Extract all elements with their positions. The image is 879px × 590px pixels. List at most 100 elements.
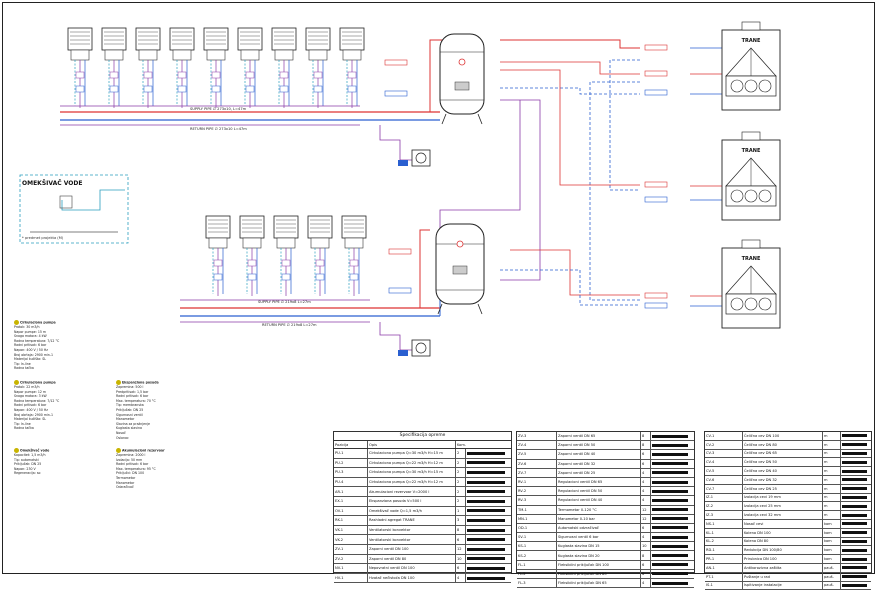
note-line: Izolacija: 50 mm: [116, 457, 143, 462]
table-cell-desc: Cirkulaciona pumpa Q=30 m3/h H=15 m: [368, 449, 456, 458]
table-cell-marker: [466, 555, 511, 564]
chiller-1: TRANE: [721, 21, 781, 111]
redacted-bar: [842, 434, 867, 438]
buffer-tank-lower: [435, 223, 485, 315]
table-cell-marker: [841, 458, 871, 466]
table-cell-desc: Zaporni ventil DN 32: [557, 459, 641, 468]
table-cell-desc: Zaporni ventil DN 65: [557, 432, 641, 441]
table-cell-marker: [841, 485, 871, 493]
table-cell-pos: PU-1: [334, 449, 368, 458]
table-cell-qty: m: [823, 458, 841, 467]
table-cell-marker: [651, 524, 694, 532]
table-cell-desc: Automatski odzračivač: [557, 523, 641, 533]
redacted-bar: [652, 480, 689, 484]
table-cell-desc: Antikorozivna zaštita: [743, 563, 823, 572]
upper-fan-coil-unit-6: [237, 27, 263, 108]
upper-fan-coil-unit-7: [271, 27, 297, 108]
redacted-bar: [652, 443, 689, 447]
table-cell-pos: NV-1: [334, 564, 368, 573]
note-line: Snaga motora: 3 kW: [14, 394, 47, 399]
redacted-bar: [652, 452, 689, 456]
table-cell-qty: 2: [456, 496, 466, 506]
table-cell-marker: [651, 460, 694, 468]
redacted-bar: [842, 504, 867, 508]
note-line: Napon: 400 V / 50 Hz: [14, 348, 48, 353]
table-cell-qty: kom: [823, 537, 841, 546]
table-cell-qty: m: [823, 502, 841, 511]
table-cell-pos: ZV-7: [517, 468, 557, 477]
table-cell-desc: Termometar 0-120 °C: [557, 505, 641, 514]
note-line: Priključak: DN 25: [14, 462, 42, 467]
table-cell-desc: Ekspanziona posuda V=500 l: [368, 496, 456, 506]
table-cell-marker: [466, 545, 511, 554]
pipe-label-upper-supply: SUPPLY PIPE ∅ 273x10, L=47m: [190, 107, 247, 111]
pipe-label-lower-supply: SUPPLY PIPE ∅ 219x8 L=27m: [258, 300, 311, 304]
redacted-bar: [467, 461, 505, 465]
note-badge-icon: [14, 448, 19, 453]
table-cell-desc: Rashladni agregat TRANE: [368, 516, 456, 525]
table-cell-marker: [651, 515, 694, 523]
table-cell-desc: Puštanje u rad: [743, 572, 823, 581]
redacted-bar: [842, 583, 867, 587]
table-cell-desc: Cirkulaciona pumpa Q=22 m3/h H=12 m: [368, 477, 456, 487]
table-cell-pos: KS-1: [517, 542, 557, 551]
buffer-tank-upper: [439, 33, 485, 125]
table-cell-qty: m: [823, 475, 841, 484]
pump-set-lower: [398, 339, 431, 357]
redacted-bar: [467, 547, 505, 551]
buffer-tanks: [435, 33, 485, 315]
table-cell-qty: m: [823, 449, 841, 458]
table-cell-marker: [466, 487, 511, 496]
table-cell-qty: 6: [456, 535, 466, 544]
note-line: Radna tačka: [14, 366, 34, 371]
note-title: Cirkulaciona pumpa: [14, 380, 59, 385]
note-line: Slavina za pražnjenje: [116, 421, 150, 426]
redacted-bar: [652, 572, 689, 576]
table-cell-desc: Ventilatorski konvektor: [368, 525, 456, 535]
note-line: Tip: In-line: [14, 421, 31, 426]
redacted-bar: [842, 566, 867, 570]
note-line: Napon: 400 V / 50 Hz: [14, 408, 48, 413]
table-cell-pos: ZV-5: [517, 450, 557, 459]
table-cell-desc: Regulacioni ventil DN 65: [557, 477, 641, 487]
table-cell-desc: Hvatač nečistoća DN 100: [368, 573, 456, 583]
chiller-brand-label: TRANE: [742, 256, 761, 262]
note-line: Radna temperatura: 7/12 °C: [14, 398, 60, 403]
specification-table-header: Pozicija Opis Kom.: [334, 441, 511, 449]
table-cell-marker: [466, 478, 511, 487]
table-cell-pos: SV-1: [517, 533, 557, 542]
redacted-bar: [652, 544, 689, 548]
table-cell-desc: Nepovratni ventil DN 100: [368, 564, 456, 573]
note-title-text: Ekspanziona posuda: [122, 380, 159, 385]
redacted-bar: [467, 490, 505, 494]
table-cell-marker: [651, 450, 694, 458]
table-cell-qty: pauš.: [823, 581, 841, 590]
table-cell-qty: 6: [456, 564, 466, 573]
redacted-bar: [652, 581, 689, 585]
table-cell-desc: Redukcija DN 100/80: [743, 546, 823, 555]
table-cell-qty: 4: [456, 573, 466, 583]
table-cell-qty: 4: [641, 496, 651, 505]
table-cell-desc: Izolacija cevi 25 mm: [743, 502, 823, 511]
table-cell-qty: 3: [456, 516, 466, 525]
table-cell-marker: [841, 502, 871, 510]
table-cell-qty: 2: [456, 468, 466, 477]
pipe-network: [19, 39, 728, 351]
note-line: Napor pumpe: 15 m: [14, 329, 47, 334]
note-line: Nosač: [116, 431, 126, 436]
note-line: Materijal kućišta: SL: [14, 357, 47, 362]
